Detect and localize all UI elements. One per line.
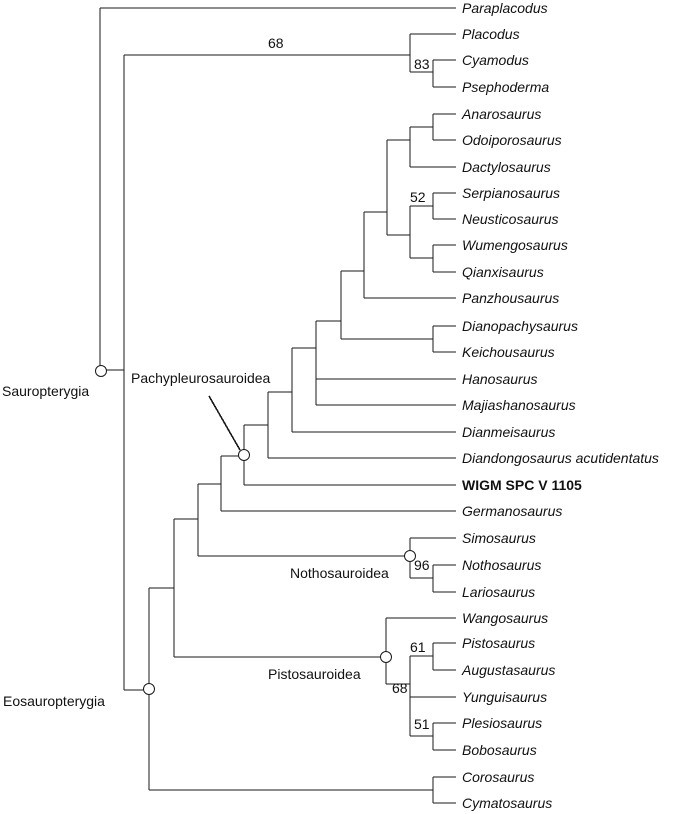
taxon-label: Corosaurus xyxy=(462,769,534,785)
nothosauroidea-node-marker xyxy=(404,550,416,562)
support-value: 68 xyxy=(268,35,284,51)
pachypleurosauroidea-label: Pachypleurosauroidea xyxy=(131,370,271,386)
taxon-label: Paraplacodus xyxy=(462,0,548,16)
pistosauroidea-label: Pistosauroidea xyxy=(268,666,361,682)
taxon-label: Neusticosaurus xyxy=(462,211,559,227)
taxon-label: Majiashanosaurus xyxy=(462,397,576,413)
taxon-labels: Paraplacodus Placodus Cyamodus Psephoder… xyxy=(461,0,659,811)
support-value: 96 xyxy=(414,557,430,573)
taxon-label: Nothosaurus xyxy=(462,557,541,573)
support-value: 83 xyxy=(414,56,430,72)
clade-labels: Sauropterygia Eosauropterygia Pachypleur… xyxy=(2,370,389,709)
support-value: 51 xyxy=(414,716,430,732)
support-value: 52 xyxy=(410,189,426,205)
taxon-label: Dactylosaurus xyxy=(462,159,551,175)
taxon-label: Psephoderma xyxy=(462,79,549,95)
taxon-label: Bobosaurus xyxy=(462,742,537,758)
eosauropterygia-node-marker xyxy=(143,683,155,695)
clade-nodes xyxy=(95,365,416,695)
sauropterygia-node-marker xyxy=(95,365,107,377)
support-values: 68 83 52 96 61 68 51 xyxy=(268,35,430,732)
taxon-label: Pistosaurus xyxy=(462,635,535,651)
eosauropterygia-label: Eosauropterygia xyxy=(3,693,105,709)
taxon-label: Hanosaurus xyxy=(462,371,538,387)
taxon-label: Wumengosaurus xyxy=(462,237,568,253)
nothosauroidea-label: Nothosauroidea xyxy=(290,565,389,581)
taxon-label: Serpianosaurus xyxy=(462,185,560,201)
highlighted-taxon-label: WIGM SPC V 1105 xyxy=(462,477,582,493)
taxon-label: Placodus xyxy=(462,26,520,42)
tree-branches xyxy=(99,7,456,804)
sauropterygia-label: Sauropterygia xyxy=(2,383,89,399)
taxon-label: Dianopachysaurus xyxy=(462,318,578,334)
taxon-label: Germanosaurus xyxy=(462,503,562,519)
support-value: 61 xyxy=(410,639,426,655)
taxon-label: Wangosaurus xyxy=(462,610,548,626)
taxon-label: Odoiporosaurus xyxy=(462,132,562,148)
taxon-label: Keichousaurus xyxy=(462,344,555,360)
taxon-label: Augustasaurus xyxy=(461,662,555,678)
taxon-label: Dianmeisaurus xyxy=(462,424,555,440)
pistosauroidea-node-marker xyxy=(380,651,392,663)
taxon-label: Diandongosaurus acutidentatus xyxy=(462,450,659,466)
taxon-label: Cyamodus xyxy=(462,52,529,68)
taxon-label: Lariosaurus xyxy=(462,584,535,600)
support-value: 68 xyxy=(392,680,408,696)
taxon-label: Yunguisaurus xyxy=(462,689,547,705)
taxon-label: Panzhousaurus xyxy=(462,290,559,306)
taxon-label: Anarosaurus xyxy=(461,106,541,122)
taxon-label: Qianxisaurus xyxy=(462,264,544,280)
taxon-label: Simosaurus xyxy=(462,530,536,546)
taxon-label: Plesiosaurus xyxy=(462,715,542,731)
pachypleurosauroidea-node-marker xyxy=(238,449,250,461)
taxon-label: Cymatosaurus xyxy=(462,795,552,811)
